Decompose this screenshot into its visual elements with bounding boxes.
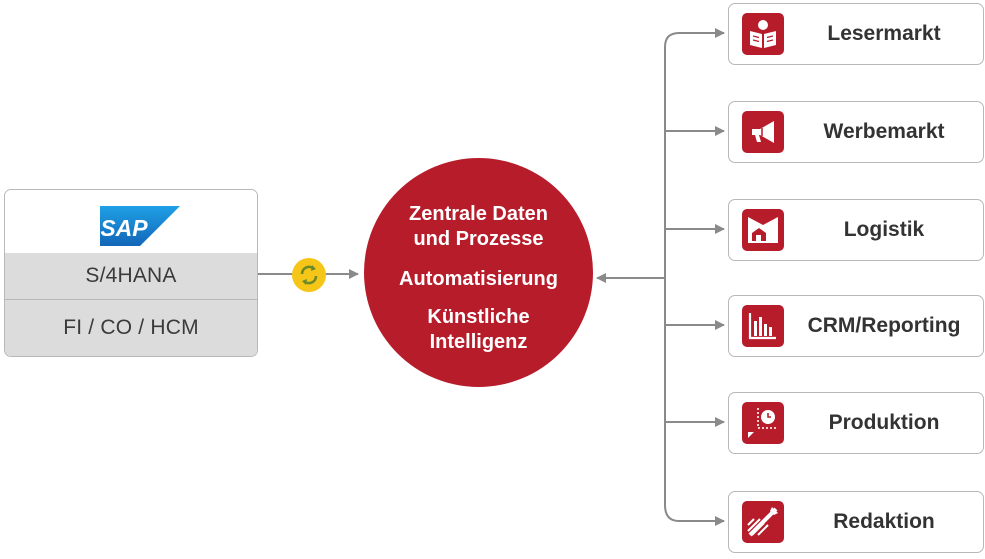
target-label: CRM/Reporting [807,314,961,337]
hub-line-1: Zentrale Daten [409,203,548,225]
sync-icon [292,258,326,292]
hub-line-automation: Automatisierung [399,268,558,290]
target-label: Lesermarkt [827,22,941,45]
target-produktion: Produktion [728,392,984,454]
target-label: Redaktion [833,510,935,533]
hub-ai: Künstliche Intelligenz [364,305,593,355]
delivery-house-icon [742,209,784,251]
target-label: Produktion [828,411,940,434]
sap-divider [5,299,257,300]
pen-writing-icon [742,501,784,543]
hub-line-5: Intelligenz [429,331,528,353]
sap-logo-area: SAP [5,190,257,253]
hub-line-4: Künstliche [427,306,530,328]
production-clock-icon [742,402,784,444]
target-lesermarkt: Lesermarkt [728,3,984,65]
sap-system-label: S/4HANA [5,253,257,299]
central-hub: Zentrale Daten und Prozesse Automatisier… [364,158,593,387]
target-logistik: Logistik [728,199,984,261]
distribution-bus [664,32,680,522]
svg-text:SAP: SAP [100,215,148,241]
target-redaktion: Redaktion [728,491,984,553]
target-crm-reporting: CRM/Reporting [728,295,984,357]
target-label: Logistik [843,218,925,241]
sap-modules-label: FI / CO / HCM [5,300,257,356]
reader-icon [742,13,784,55]
target-werbemarkt: Werbemarkt [728,101,984,163]
sap-logo-icon: SAP [100,206,180,246]
target-label: Werbemarkt [823,120,945,143]
bar-chart-icon [742,305,784,347]
hub-title: Zentrale Daten und Prozesse [364,202,593,252]
megaphone-icon [742,111,784,153]
sap-system-box: SAP S/4HANA FI / CO / HCM [4,189,258,357]
hub-line-2: und Prozesse [413,228,544,250]
